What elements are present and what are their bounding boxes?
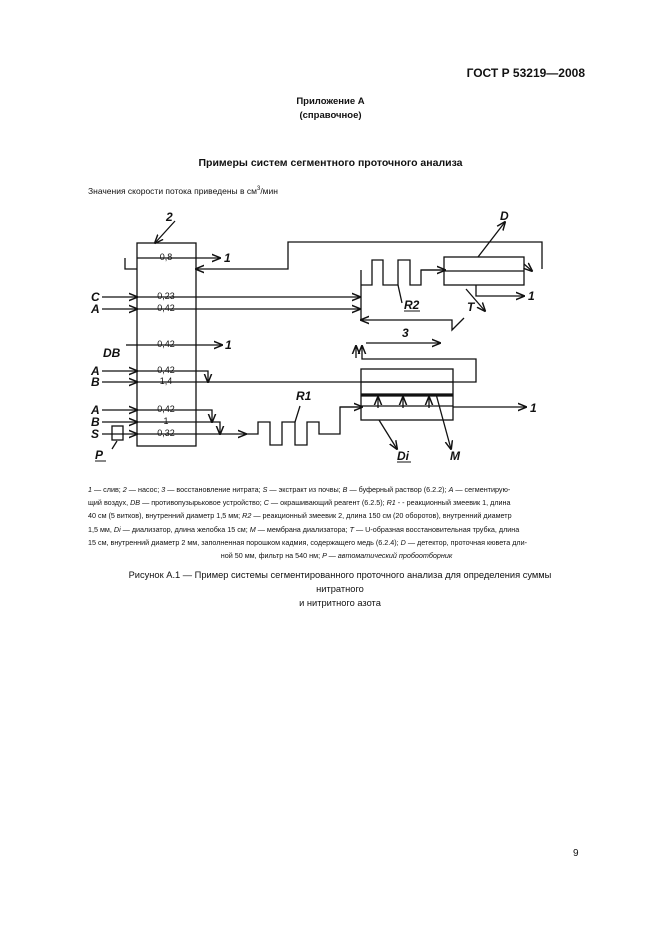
waste-label: 1 xyxy=(530,401,537,415)
legend-line: ной 50 мм, фильтр на 540 нм; P — автомат… xyxy=(220,551,453,561)
legend-line: 40 см (5 витков), внутренний диаметр 1,5… xyxy=(88,511,512,521)
sampler-box xyxy=(111,425,124,441)
waste-label: 1 xyxy=(225,338,232,352)
standard-number: ГОСТ Р 53219—2008 xyxy=(466,66,585,80)
tube-rate: 1 xyxy=(163,416,168,426)
waste-label: 1 xyxy=(528,289,535,303)
sampler-label: P xyxy=(95,448,104,462)
input-label: S xyxy=(91,427,99,441)
restore-label: 3 xyxy=(402,326,409,340)
dialyzer-label: Di xyxy=(397,449,410,463)
legend-line: 1 — слив; 2 — насос; 3 — восстановление … xyxy=(88,485,511,494)
tube-rate: 0,42 xyxy=(157,303,175,313)
input-label: A xyxy=(90,403,100,417)
tube-rate: 0,23 xyxy=(157,291,175,301)
legend-line: 1,5 мм, Di — диализатор, длина желобка 1… xyxy=(88,524,520,534)
tube-rate: 0,42 xyxy=(157,365,175,375)
appendix-title: Приложение А xyxy=(296,96,365,107)
coil2-label: R2 xyxy=(404,298,420,312)
legend: 1 — слив; 2 — насос; 3 — восстановление … xyxy=(88,483,585,562)
tube-rate: 0,8 xyxy=(160,252,173,262)
coil1-label: R1 xyxy=(296,389,312,403)
input-label: DB xyxy=(103,346,121,360)
pump-label: 2 xyxy=(165,210,173,224)
input-label: C xyxy=(91,290,100,304)
membrane-label: M xyxy=(450,449,461,463)
appendix-subtitle: (справочное) xyxy=(299,110,362,121)
legend-line: щий воздух, DB — противопузырьковое устр… xyxy=(88,498,511,508)
tube-rate: 0,42 xyxy=(157,404,175,414)
input-label: A xyxy=(90,364,100,378)
input-label: B xyxy=(91,415,100,429)
input-label: A xyxy=(90,302,100,316)
flow-analysis-diagram: 0,8 0,23 0,42 0,42 0,42 1,4 0,42 1 0,32 … xyxy=(90,209,543,463)
tube-label: T xyxy=(467,300,476,314)
figure-caption: Рисунок А.1 — Пример системы сегментиров… xyxy=(128,570,552,608)
tube-rate: 0,42 xyxy=(157,339,175,349)
flow-rate-note: Значения скорости потока приведены в см3… xyxy=(88,186,278,196)
tube-rate: 1,4 xyxy=(160,376,173,386)
waste-label: 1 xyxy=(224,251,231,265)
input-label: B xyxy=(91,375,100,389)
tube-rate: 0,32 xyxy=(157,428,175,438)
section-title: Примеры систем сегментного проточного ан… xyxy=(198,157,463,169)
page-number: 9 xyxy=(573,848,579,859)
legend-line: 15 см, внутренний диаметр 2 мм, заполнен… xyxy=(88,537,528,547)
detector-label: D xyxy=(500,209,509,223)
